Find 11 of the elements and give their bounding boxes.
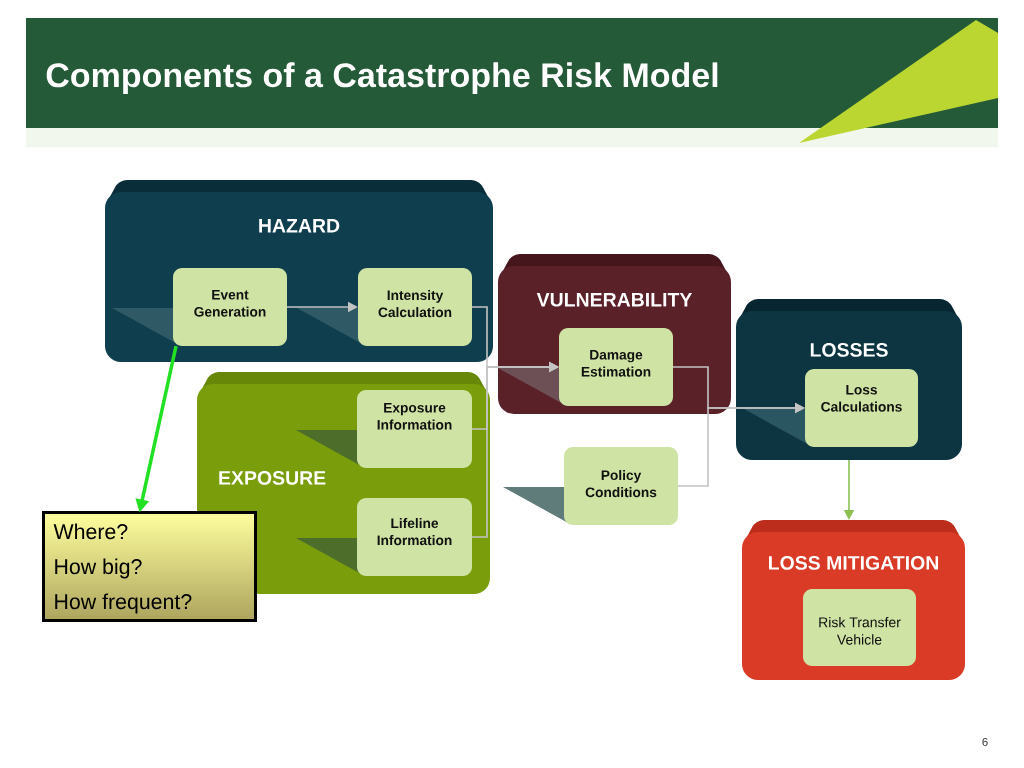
process-box: Policy Conditions [564,447,678,525]
process-box: Exposure Information [357,390,472,468]
process-box: Lifeline Information [357,498,472,576]
process-box: Risk Transfer Vehicle [803,589,916,666]
process-box: Intensity Calculation [358,268,472,346]
process-box: Damage Estimation [559,328,673,406]
callout-box: Where? How big? How frequent? [42,511,257,622]
slide-title: Components of a Catastrophe Risk Model [46,62,718,95]
process-box: Event Generation [173,268,287,346]
page-number: 6 [982,738,988,746]
process-box: Loss Calculations [805,369,918,447]
